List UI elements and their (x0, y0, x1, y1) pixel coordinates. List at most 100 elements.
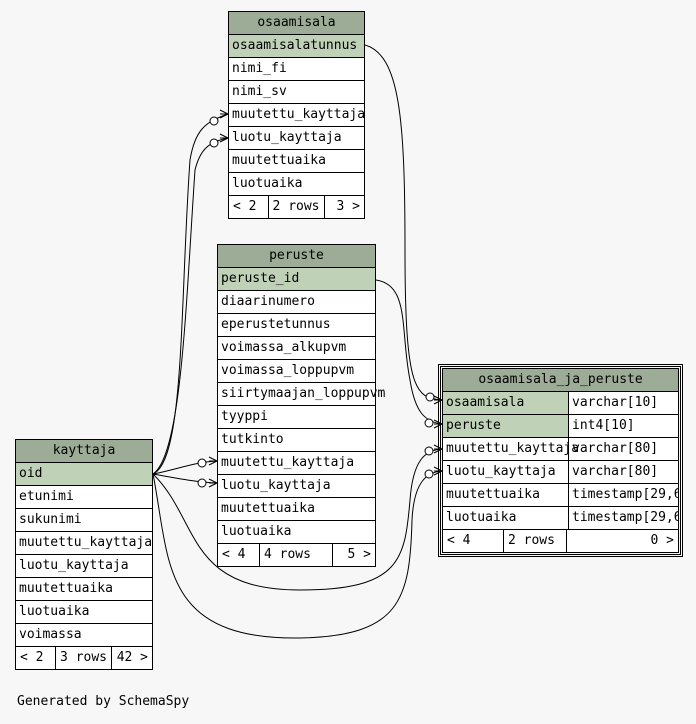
column-row-nimi-fi[interactable]: nimi_fi (229, 58, 364, 81)
column-row-oid[interactable]: oid (16, 463, 152, 486)
column-row-voimassa-loppupvm[interactable]: voimassa_loppupvm (218, 360, 375, 383)
column-name: luotu_kayttaja (232, 130, 342, 145)
table-peruste[interactable]: peruste peruste_id diaarinumero eperustetun… (217, 244, 385, 567)
column-row-siirtymaajan-loppupvm[interactable]: siirtymaajan_loppupvm (218, 383, 385, 406)
column-name: osaamisala (443, 392, 569, 414)
column-name: voimassa_loppupvm (221, 363, 355, 378)
column-row-luotu-kayttaja[interactable]: luotu_kayttaja (218, 475, 375, 498)
column-row-muutettuaika[interactable]: muutettuaika (218, 498, 375, 521)
column-name: muutettu_kayttaja (443, 438, 579, 460)
column-name: siirtymaajan_loppupvm (221, 386, 386, 401)
children-link[interactable]: 5 > (347, 547, 371, 562)
column-name: muutettu_kayttaja (19, 535, 153, 550)
optional-marker (425, 392, 435, 402)
row-count: 4 rows (260, 544, 333, 566)
column-name: peruste_id (221, 271, 300, 286)
parents-link[interactable]: < 4 (218, 544, 260, 566)
column-row-muutettu-kayttaja[interactable]: muutettu_kayttaja (218, 452, 375, 475)
crows-foot-marker (208, 478, 218, 488)
children-link[interactable]: 3 > (336, 199, 360, 214)
crows-foot-marker (433, 419, 443, 429)
table-title: peruste (218, 245, 375, 268)
column-row-voimassa[interactable]: voimassa (16, 624, 152, 647)
edge-peruste-muutettu (152, 460, 218, 475)
column-name: diaarinumero (221, 294, 315, 309)
optional-marker (424, 446, 434, 456)
parents-link[interactable]: < 4 (443, 530, 504, 552)
column-name: muutettuaika (221, 501, 315, 516)
children-link[interactable]: 42 > (116, 650, 148, 665)
edge-oja-osaamisala (364, 44, 443, 401)
column-type: varchar[80] (572, 441, 659, 456)
column-name: muutettu_kayttaja (232, 107, 366, 122)
column-row-luotuaika[interactable]: luotuaika (16, 601, 152, 624)
column-row-luotuaika[interactable]: luotuaika (218, 521, 375, 544)
column-name: muutettuaika (19, 581, 113, 596)
parents-link[interactable]: < 2 (229, 196, 269, 218)
column-type: varchar[10] (569, 392, 678, 414)
crows-foot-marker (433, 466, 443, 476)
column-row-muutettu-kayttaja[interactable]: muutettu_kayttaja (229, 104, 366, 127)
column-row-tutkinto[interactable]: tutkinto (218, 429, 375, 452)
column-name: voimassa (19, 627, 82, 642)
column-name: muutettuaika (443, 484, 569, 506)
column-row-voimassa-alkupvm[interactable]: voimassa_alkupvm (218, 337, 375, 360)
column-row-etunimi[interactable]: etunimi (16, 486, 152, 509)
optional-marker (209, 116, 219, 126)
optional-marker (424, 418, 434, 428)
column-row-muutettu-kayttaja[interactable]: muutettu_kayttaja (16, 532, 152, 555)
parents-link[interactable]: < 2 (16, 647, 57, 669)
table-osaamisala[interactable]: osaamisala osaamisalatunnus nimi_fi nimi_sv… (228, 11, 365, 219)
optional-marker (209, 138, 219, 148)
column-row-sukunimi[interactable]: sukunimi (16, 509, 152, 532)
generated-by-credit: Generated by SchemaSpy (17, 694, 190, 709)
children-link[interactable]: 0 > (650, 533, 674, 548)
column-name: luotuaika (221, 524, 292, 539)
crows-foot-marker (433, 444, 443, 454)
column-name: nimi_sv (232, 84, 287, 99)
column-row-muutettuaika[interactable]: muutettuaika (229, 150, 364, 173)
edge-oja-peruste (375, 279, 443, 425)
column-row-luotuaika[interactable]: luotuaika (229, 173, 364, 196)
column-name: tutkinto (221, 432, 284, 447)
column-name: luotuaika (19, 604, 90, 619)
column-row-osaamisalatunnus[interactable]: osaamisalatunnus (229, 35, 364, 58)
column-row-nimi-sv[interactable]: nimi_sv (229, 81, 364, 104)
column-name: peruste (443, 415, 569, 437)
column-name: nimi_fi (232, 61, 287, 76)
column-name: luotuaika (232, 176, 303, 191)
column-row-tyyppi[interactable]: tyyppi (218, 406, 375, 429)
column-name: sukunimi (19, 512, 82, 527)
column-row-peruste-id[interactable]: peruste_id (218, 268, 375, 291)
column-name: luotu_kayttaja (443, 461, 569, 483)
column-name: muutettuaika (232, 153, 326, 168)
crows-foot-marker (208, 456, 218, 466)
column-name: voimassa_alkupvm (221, 340, 347, 355)
column-row-luotu-kayttaja[interactable]: luotu_kayttaja (16, 555, 152, 578)
table-title: osaamisala (229, 12, 364, 35)
column-row-eperustetunnus[interactable]: eperustetunnus (218, 314, 375, 337)
column-name: osaamisalatunnus (232, 38, 358, 53)
column-name: luotuaika (443, 507, 569, 529)
crows-foot-marker (219, 133, 229, 143)
column-type: timestamp[29,6] (572, 487, 678, 502)
column-type: timestamp[29,6] (572, 510, 678, 525)
row-count: 2 rows (504, 530, 567, 552)
column-row-luotu-kayttaja[interactable]: luotu_kayttaja (229, 127, 364, 150)
table-title: kayttaja (16, 440, 152, 463)
column-name: tyyppi (221, 409, 268, 424)
edge-peruste-luotu (152, 473, 218, 484)
column-row-diaarinumero[interactable]: diaarinumero (218, 291, 375, 314)
column-row-muutettuaika[interactable]: muutettuaika (16, 578, 152, 601)
